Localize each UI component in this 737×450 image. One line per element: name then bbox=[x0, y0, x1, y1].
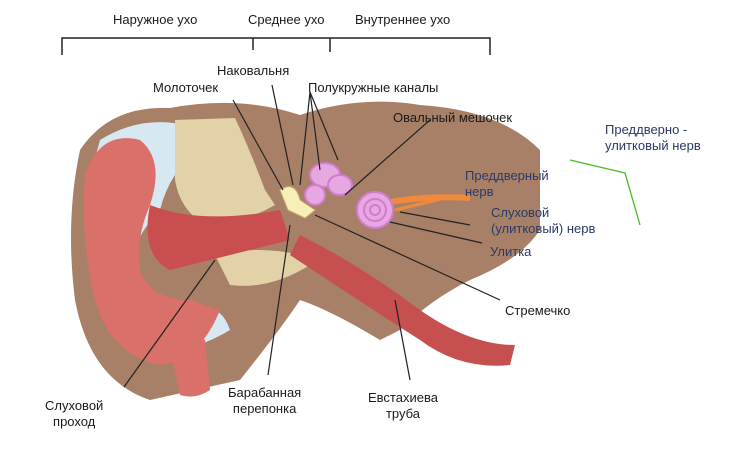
label-line-2: труба bbox=[385, 406, 420, 421]
label-line-2: проход bbox=[53, 414, 96, 429]
label-cochlear-nerve: Слуховой (улитковый) нерв bbox=[491, 205, 595, 237]
section-brackets bbox=[61, 37, 491, 55]
pinna bbox=[83, 138, 220, 365]
label-stapes: Стремечко bbox=[505, 303, 571, 318]
label-line-1: Евстахиева bbox=[368, 390, 438, 405]
label-eardrum: Барабанная перепонка bbox=[228, 385, 301, 417]
eustachian-tube bbox=[290, 235, 515, 366]
label-ear-canal: Слуховой проход bbox=[45, 398, 103, 430]
label-line-1: Слуховой bbox=[45, 398, 104, 413]
ossicles bbox=[279, 186, 316, 219]
leader-lines bbox=[123, 84, 501, 388]
label-semicircular-canals: Полукружные каналы bbox=[308, 80, 439, 95]
vestibulocochlear-pointer bbox=[569, 159, 641, 226]
labyrinth bbox=[304, 162, 394, 229]
label-line-1: Преддверный bbox=[465, 168, 549, 183]
label-cochlea: Улитка bbox=[490, 244, 532, 259]
label-incus: Наковальня bbox=[217, 63, 290, 78]
label-utricle: Овальный мешочек bbox=[393, 110, 513, 125]
label-line-1: Барабанная bbox=[228, 385, 302, 400]
label-line-2: перепонка bbox=[232, 401, 297, 416]
label-line-2: улитковый нерв bbox=[605, 138, 701, 153]
label-outer-ear: Наружное ухо bbox=[113, 12, 198, 27]
label-line-1: Преддверно - bbox=[605, 122, 688, 137]
label-line-2: нерв bbox=[465, 184, 494, 199]
label-inner-ear: Внутреннее ухо bbox=[355, 12, 451, 27]
label-vestibular-nerve: Преддверный нерв bbox=[465, 168, 549, 200]
temporal-bone bbox=[175, 118, 275, 225]
label-eustachian-tube: Евстахиева труба bbox=[368, 390, 438, 422]
label-line-1: Слуховой bbox=[491, 205, 550, 220]
label-line-2: (улитковый) нерв bbox=[491, 221, 596, 236]
ear-canal bbox=[147, 205, 290, 270]
label-vestibulocochlear-nerve: Преддверно - улитковый нерв bbox=[605, 122, 701, 154]
label-malleus: Молоточек bbox=[153, 80, 219, 95]
label-middle-ear: Среднее ухо bbox=[248, 12, 325, 27]
